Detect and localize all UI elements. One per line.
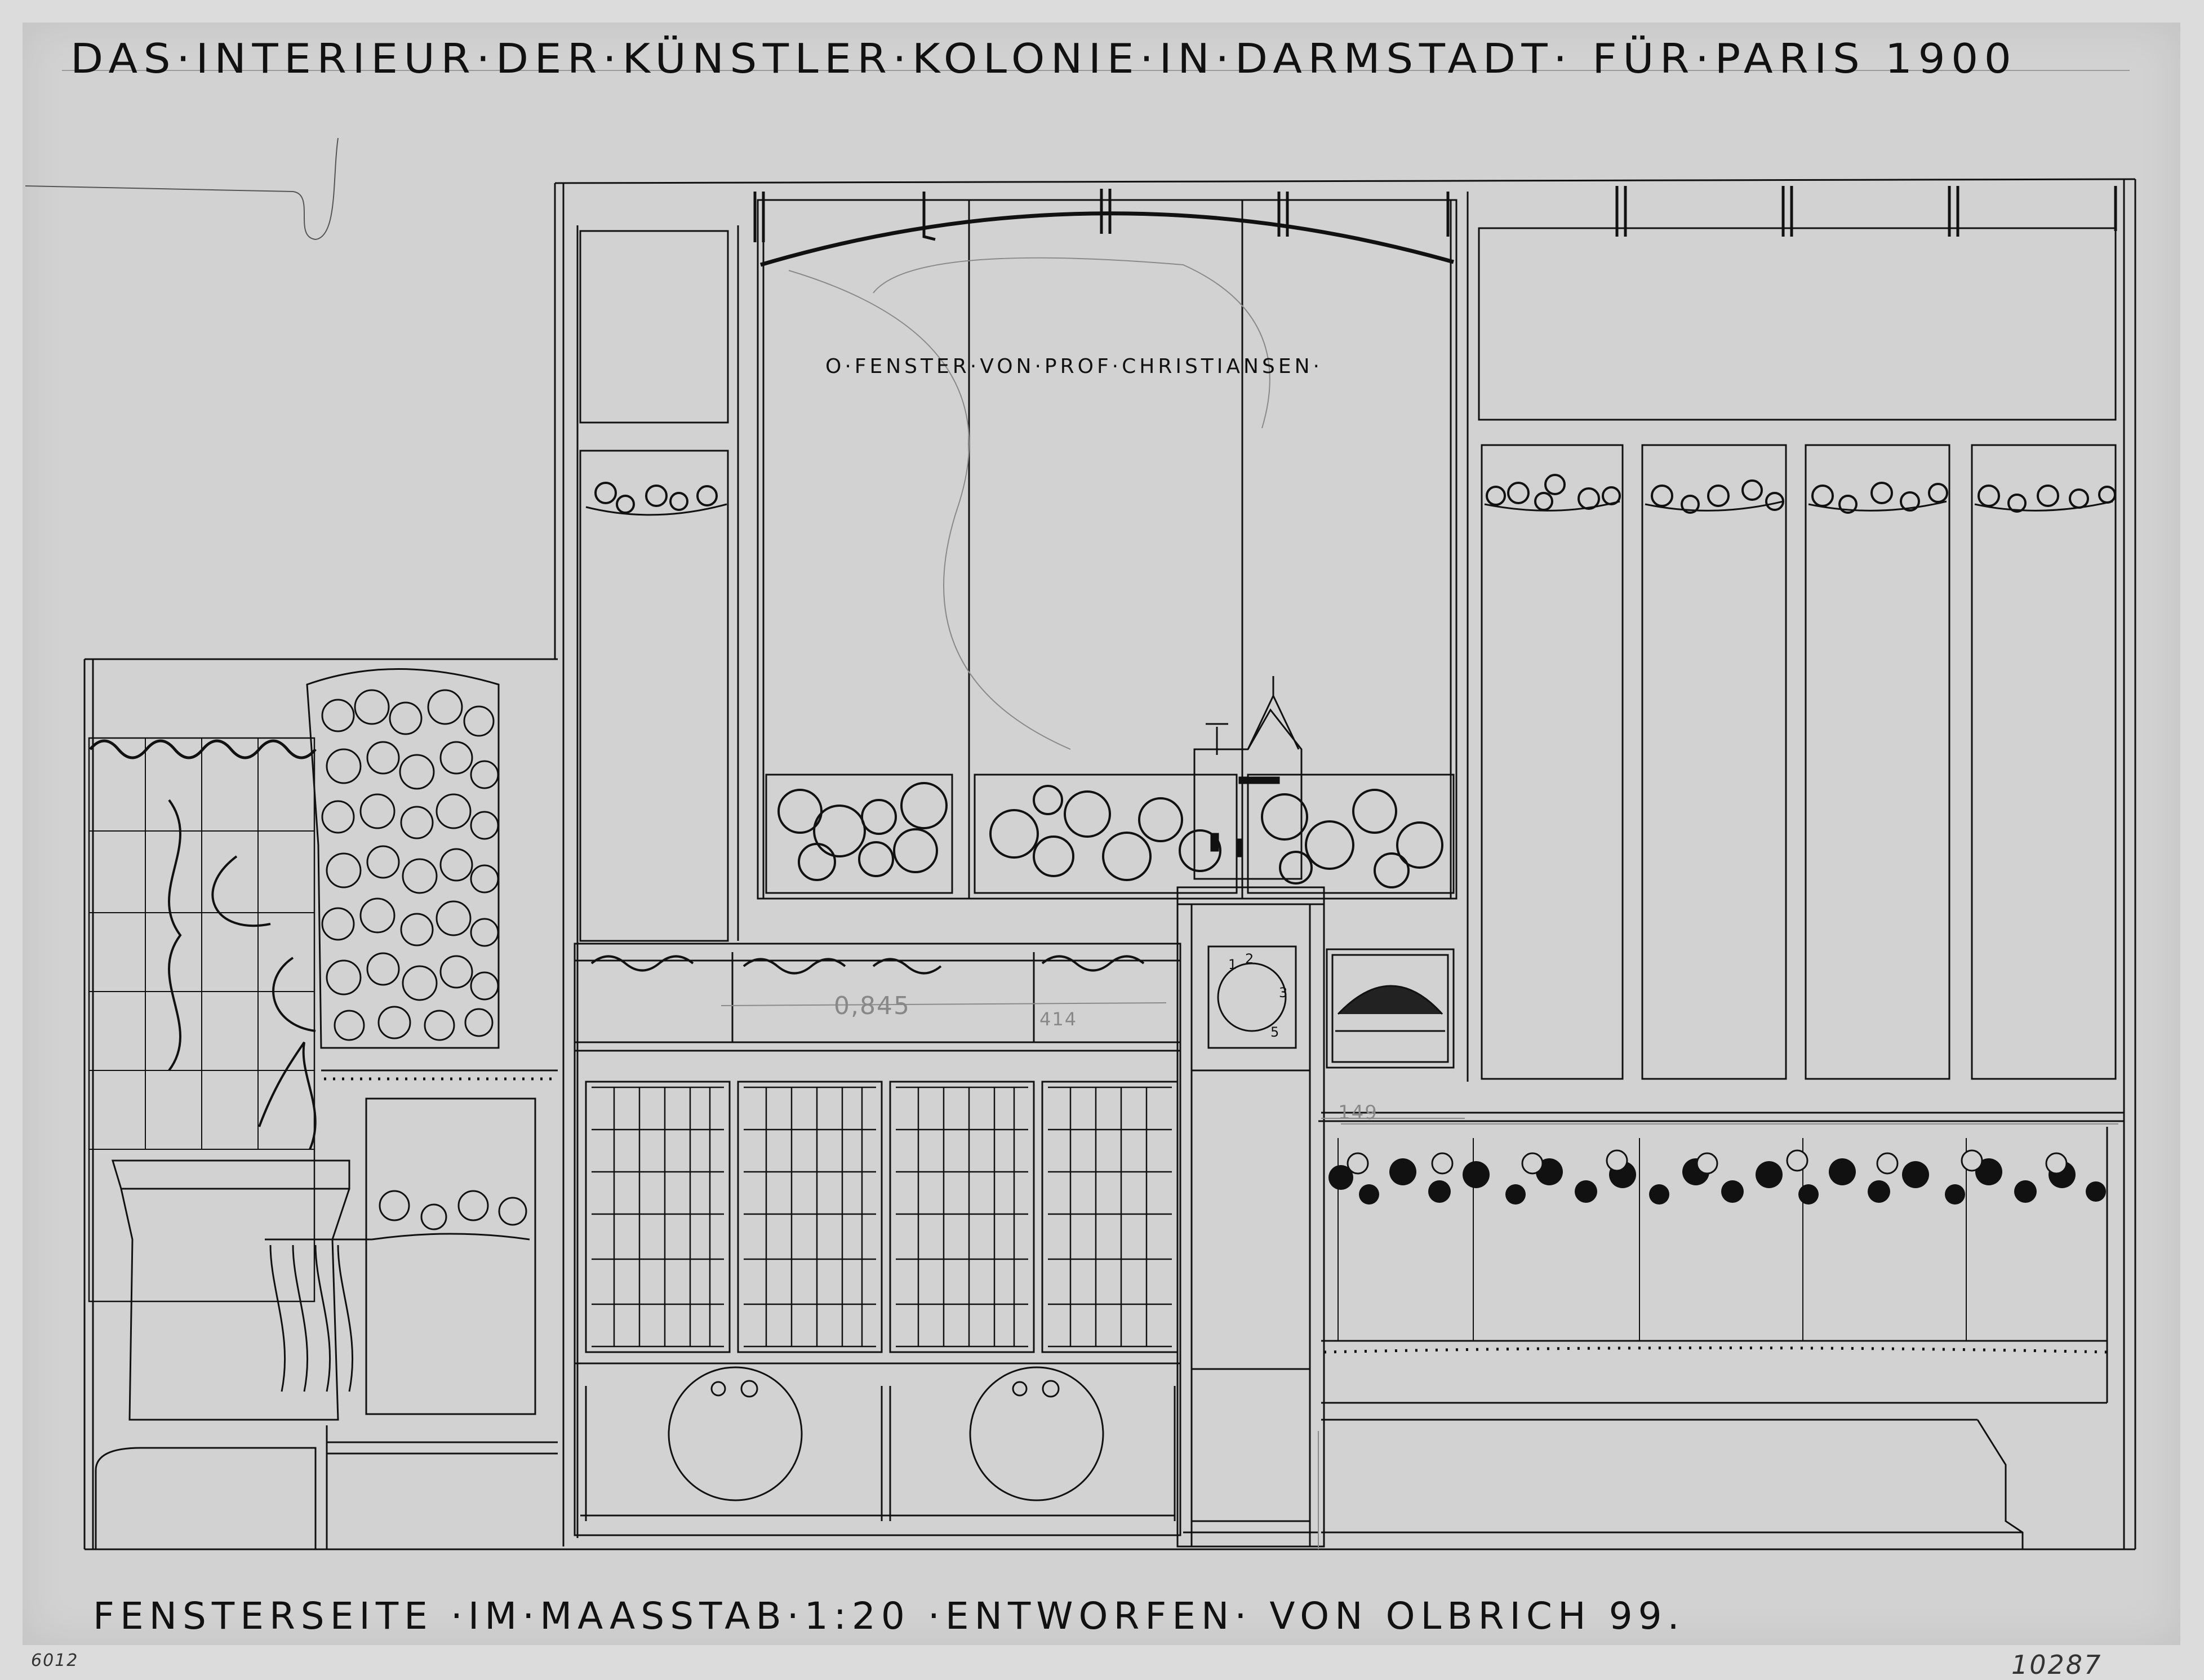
inventory-number-left: 6012 (31, 1651, 79, 1670)
clock-numeral: 1 (1228, 957, 1237, 972)
glass-cabinet (574, 943, 1181, 1536)
dimension-label: 414 (1039, 1008, 1078, 1030)
left-wall-panels (576, 225, 739, 1538)
pencil-construction (721, 257, 2118, 1549)
clock-numeral: 5 (1270, 1024, 1279, 1040)
clock-face: 1 2 3 5 (1228, 951, 1287, 1040)
sheet-title: DAS·INTERIEUR·DER·KÜNSTLER·KOLONIE·IN·DA… (70, 35, 2018, 82)
rose-frieze-upper (585, 474, 2116, 516)
lower-left-panel (321, 1069, 558, 1549)
tiled-stove (88, 737, 372, 1550)
floral-panel (306, 668, 500, 1049)
house-clock (1176, 676, 1325, 1548)
drawing-sheet (23, 23, 2180, 1645)
dimension-label: 149 (1338, 1101, 1378, 1124)
window-note: O·FENSTER·VON·PROF·CHRISTIANSEN· (825, 355, 1323, 378)
bench-rose-frieze (1321, 1112, 2124, 1549)
dimension-label: 0,845 (834, 992, 910, 1020)
right-wall-panels (1318, 186, 2124, 1122)
christiansen-window (753, 189, 1458, 900)
clock-numeral: 3 (1279, 985, 1287, 1001)
clock-numeral: 2 (1245, 951, 1254, 967)
room-outline (25, 137, 2136, 1550)
inventory-number-right: 10287 (2011, 1650, 2103, 1680)
landscape-painting (1326, 948, 1455, 1069)
sheet-footer: FENSTERSEITE ·IM·MAASSTAB·1:20 ·ENTWORFE… (93, 1594, 1685, 1638)
